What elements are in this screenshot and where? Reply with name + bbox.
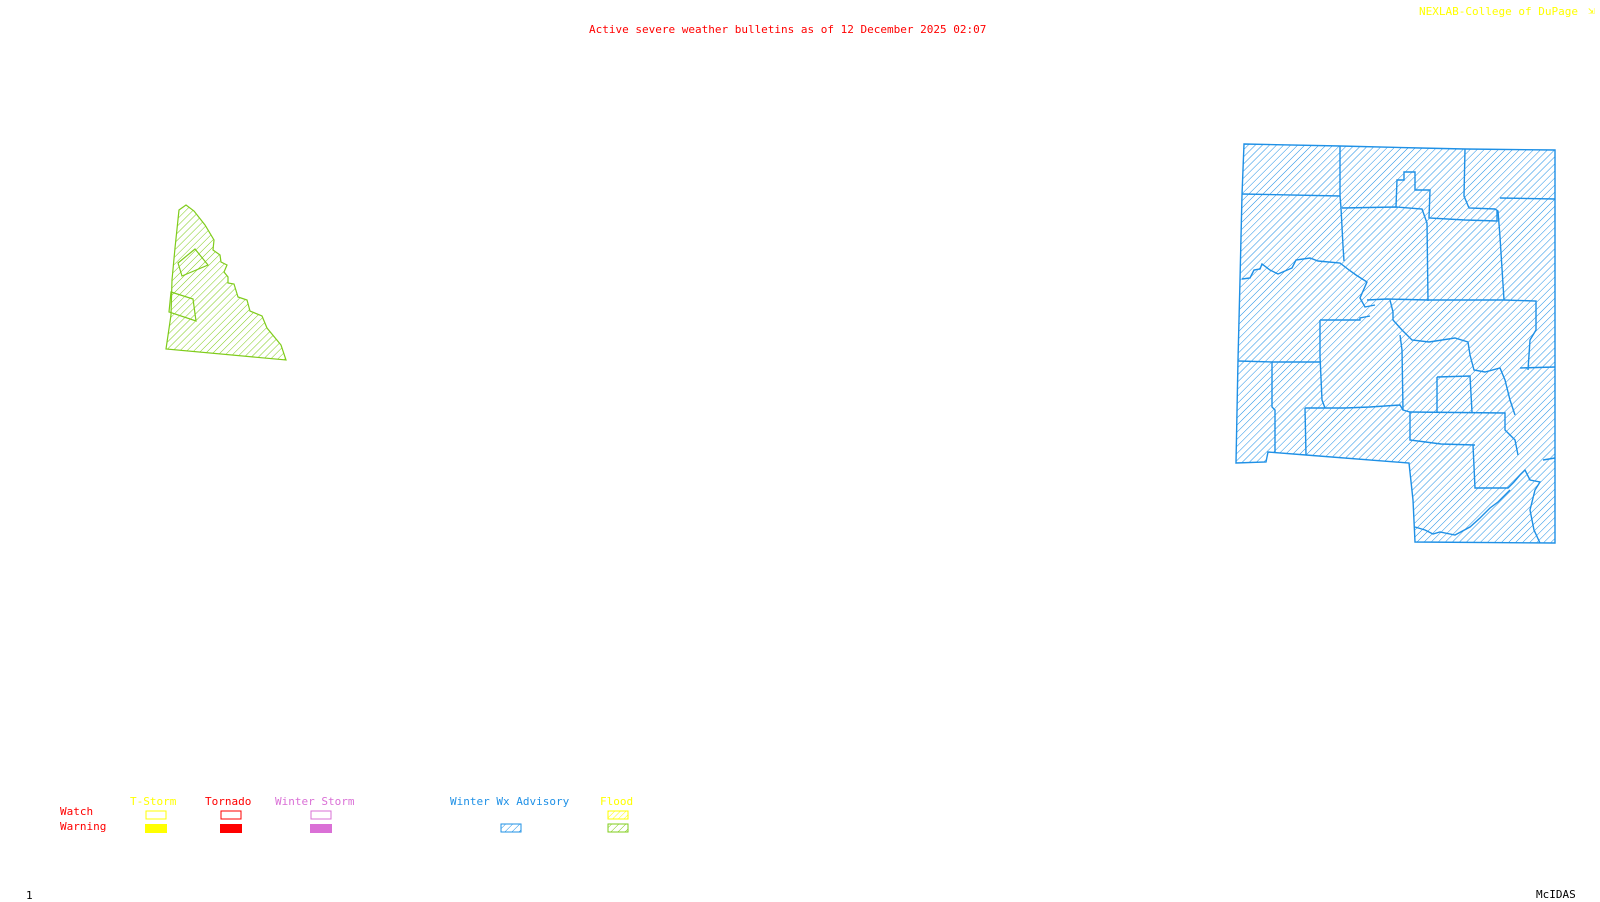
legend-flood-watch-swatch: [607, 810, 629, 820]
arrow-corner-icon: ⇲: [1588, 4, 1595, 17]
legend-winter-storm-watch-swatch: [310, 810, 332, 820]
frame-number: 1: [26, 889, 33, 902]
legend-label-flood: Flood: [600, 795, 634, 808]
legend-tstorm-warning-swatch: [145, 824, 167, 833]
legend-tstorm-watch-swatch: [145, 810, 167, 820]
software-label: McIDAS: [1536, 888, 1576, 901]
legend-label-winter-storm: Winter Storm: [275, 795, 355, 808]
credit-label: NEXLAB-College of DuPage: [1419, 5, 1578, 18]
legend-winter-wx-advisory-swatch: [500, 823, 522, 833]
legend-row-warning: Warning: [60, 820, 107, 833]
legend-tornado-watch-swatch: [220, 810, 242, 820]
legend-row-watch: Watch: [60, 805, 94, 818]
legend-label-winter-wx-advisory: Winter Wx Advisory: [450, 795, 570, 808]
legend-label-tstorm: T-Storm: [130, 795, 177, 808]
legend: [145, 810, 629, 833]
flood-warning-area: [165, 204, 287, 361]
map-title: Active severe weather bulletins as of 12…: [589, 23, 987, 36]
legend-winter-storm-warning-swatch: [310, 824, 332, 833]
legend-tornado-warning-swatch: [220, 824, 242, 833]
legend-label-tornado: Tornado: [205, 795, 252, 808]
winter-wx-advisory-area: [1235, 143, 1556, 544]
legend-flood-warning-swatch: [607, 823, 629, 833]
